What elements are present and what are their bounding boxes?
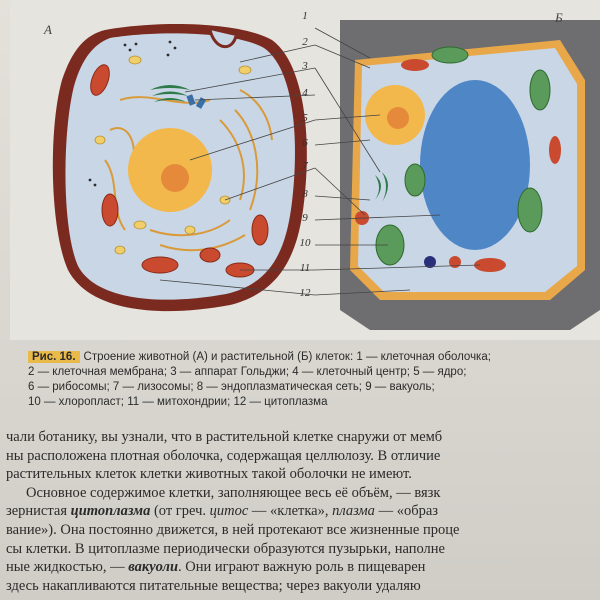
body-p2-line-3: вание»). Она постоянно движется, в ней п… (6, 521, 460, 538)
animal-cell (52, 24, 307, 312)
animal-centriole-2 (195, 97, 207, 109)
body-p2-line-4: сы клетки. В цитоплазме периодически обр… (6, 540, 445, 557)
callout-1: 1 (302, 10, 308, 22)
text-run: — «образ (374, 503, 438, 520)
callout-10: 10 (299, 237, 311, 249)
callout-11: 11 (299, 262, 311, 274)
plant-mitochondria (401, 59, 561, 272)
animal-lysosomes (94, 55, 252, 255)
plant-nucleolus (387, 107, 409, 129)
animal-nucleolus (161, 164, 189, 192)
plant-chloroplasts (375, 46, 551, 266)
caption-line-3: 6 — рибосомы; 7 — лизосомы; 8 — эндоплаз… (28, 381, 435, 393)
caption-line-4: 10 — хлоропласт; 11 — митохондрии; 12 — … (28, 396, 328, 408)
callout-8: 8 (302, 188, 308, 200)
animal-golgi (150, 85, 190, 102)
word-plasma: плазма (332, 503, 375, 520)
plant-vacuole (420, 80, 530, 250)
cell-figure: А Б 1 2 3 4 5 6 7 8 9 10 11 12 (10, 0, 600, 340)
body-text: чали ботанику, вы узнали, что в растител… (0, 428, 600, 595)
callout-6: 6 (302, 137, 308, 149)
text-run: (от греч. (150, 503, 210, 520)
term-vacuoles: вакуоли (128, 559, 179, 576)
body-p1-line-1: чали ботанику, вы узнали, что в растител… (6, 429, 443, 445)
animal-ribosomes (88, 40, 177, 187)
plant-golgi (375, 172, 388, 202)
caption-line-1: Строение животной (А) и растительной (Б)… (83, 351, 491, 363)
word-cytos: цитос (209, 503, 249, 520)
plant-vesicle-2 (449, 256, 461, 268)
body-p2-line-6: здесь накапливаются питательные вещества… (6, 577, 421, 594)
plant-vesicle (424, 256, 436, 268)
text-run: — «клетка», (248, 503, 333, 520)
body-p1-line-3: растительных клеток клетки животных тако… (6, 466, 412, 483)
text-run: ные жидкостью, — (6, 559, 129, 576)
callout-7: 7 (302, 160, 308, 172)
caption-label: Рис. 16. (28, 351, 80, 363)
callout-9: 9 (302, 212, 308, 224)
callout-3: 3 (302, 60, 308, 72)
figure-caption: Рис. 16.Строение животной (А) и растител… (28, 350, 593, 410)
callout-4: 4 (302, 87, 308, 99)
caption-line-2: 2 — клеточная мембрана; 3 — аппарат Голь… (28, 366, 467, 378)
panel-letter-b: Б (555, 10, 563, 25)
body-p2-line-2: зернистая цитоплазма (от греч. цитос — «… (0, 502, 600, 521)
text-run: зернистая (6, 503, 71, 520)
body-p1-line-2: ны расположена плотная оболочка, содержа… (6, 447, 441, 464)
callout-5: 5 (302, 112, 308, 124)
cell-illustration (52, 20, 600, 330)
callout-12: 12 (299, 287, 311, 299)
term-cytoplasm: цитоплазма (70, 503, 151, 520)
animal-membrane-notch (208, 29, 238, 48)
body-p2-line-1: Основное содержимое клетки, заполняющее … (26, 484, 441, 501)
text-run: . Они играют важную роль в пищеварен (178, 559, 426, 576)
callout-2: 2 (302, 36, 308, 48)
animal-centriole (186, 94, 196, 106)
callout-leaders (159, 27, 481, 296)
panel-letter-a: А (44, 22, 52, 37)
plant-cell (340, 20, 600, 330)
body-p2-line-5: ные жидкостью, — вакуоли. Они играют важ… (0, 558, 600, 577)
animal-mitochondria (90, 64, 269, 278)
